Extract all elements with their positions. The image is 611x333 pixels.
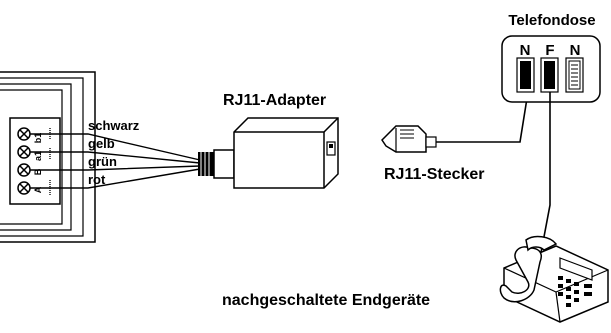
- label-rj11-adapter: RJ11-Adapter: [223, 92, 326, 109]
- rj11-adapter-icon: [198, 117, 339, 189]
- rj11-plug-icon: [381, 125, 437, 153]
- cable-socket-to-phone: [539, 92, 551, 259]
- terminal-label-b1: b1: [33, 133, 43, 144]
- terminal-screw-icon: [17, 181, 31, 195]
- cable-plug-to-socket: [436, 91, 529, 143]
- label-nachgeschaltete-endgeraete: nachgeschaltete Endgeräte: [222, 292, 430, 309]
- socket-letter-n-left: N: [520, 42, 531, 59]
- wire-label-gruen: grün: [88, 154, 117, 169]
- label-telefondose: Telefondose: [508, 12, 595, 29]
- terminal-label-A: A: [33, 186, 43, 193]
- wires: [30, 133, 201, 189]
- wire-label-gelb: gelb: [88, 136, 115, 151]
- terminal-block: b1 a1 B A: [17, 127, 51, 196]
- socket-letter-n-right: N: [570, 42, 581, 59]
- terminal-screw-icon: [17, 127, 31, 141]
- terminal-label-a1: a1: [33, 151, 43, 161]
- terminal-screw-icon: [17, 145, 31, 159]
- socket-letter-f: F: [545, 42, 554, 59]
- telephone-socket-icon: [501, 35, 601, 103]
- label-rj11-stecker: RJ11-Stecker: [384, 166, 485, 183]
- wire-label-rot: rot: [88, 172, 106, 187]
- device-housing: [0, 71, 96, 243]
- terminal-screw-icon: [17, 163, 31, 177]
- wire-label-schwarz: schwarz: [88, 118, 140, 133]
- telephone-icon: [499, 235, 609, 323]
- terminal-label-B: B: [33, 168, 43, 175]
